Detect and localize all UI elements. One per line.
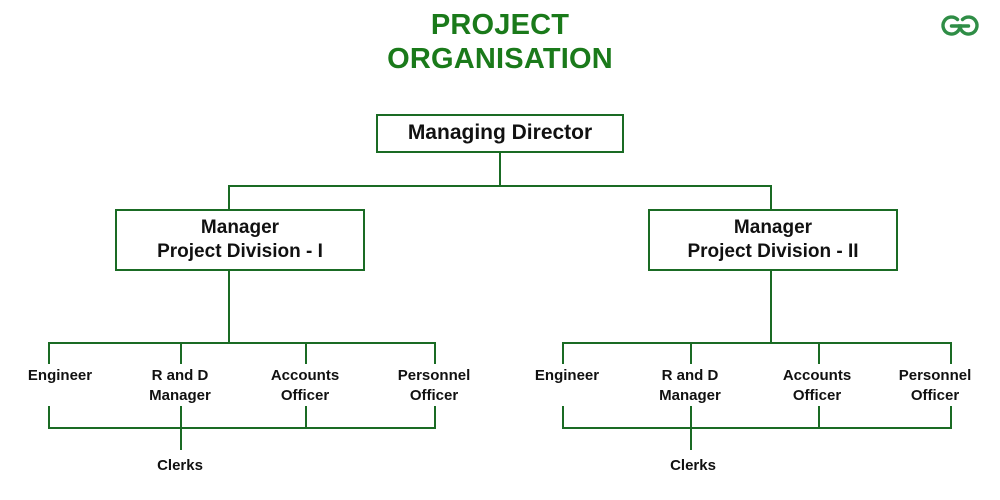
node-division-1-engineer-line-1: Engineer [27,367,93,384]
node-division-1-rnd-manager[interactable]: R and D Manager [125,366,235,405]
connector-division-1-leaf-3-drop [305,406,307,428]
node-manager-division-2-line-2: Project Division - II [687,241,859,262]
connector-division-1-leaf-2-drop [180,406,182,428]
page-title: PROJECT ORGANISATION [250,8,750,76]
connector-md-to-division-2 [770,185,772,210]
node-division-1-rnd-manager-line-1: R and D [151,367,209,384]
connector-division-2-top-bar [562,342,952,344]
node-manager-division-1[interactable]: Manager Project Division - I [115,209,365,271]
node-division-1-personnel-officer[interactable]: Personnel Officer [379,366,489,405]
connector-division-1-leaf-2-stub [180,342,182,364]
node-division-2-accounts-officer-line-1: Accounts [782,367,852,384]
connector-division-1-leaf-1-stub [48,342,50,364]
connector-division-1-leaf-4-stub [434,342,436,364]
node-division-2-rnd-manager-line-2: Manager [659,386,721,404]
connector-division-2-to-clerks [690,427,692,450]
connector-md-to-division-1 [228,185,230,210]
connector-division-1-stem [228,271,230,344]
node-manager-division-1-line-1: Manager [200,217,280,239]
connector-division-2-leaf-3-drop [818,406,820,428]
connector-division-2-leaf-2-drop [690,406,692,428]
node-division-2-personnel-officer-line-2: Officer [910,386,960,404]
node-division-2-engineer-line-1: Engineer [534,367,600,384]
connector-division-1-top-bar [48,342,436,344]
geeksforgeeks-logo [932,8,988,44]
connector-division-2-leaf-3-stub [818,342,820,364]
node-division-2-engineer[interactable]: Engineer [512,366,622,386]
node-division-2-accounts-officer[interactable]: Accounts Officer [762,366,872,405]
node-division-2-rnd-manager-line-1: R and D [661,367,719,384]
connector-division-1-leaf-4-drop [434,406,436,428]
node-division-1-personnel-officer-line-1: Personnel [397,367,471,384]
node-division-1-clerks[interactable]: Clerks [125,457,235,474]
node-division-1-accounts-officer-line-1: Accounts [270,367,340,384]
connector-md-bar [228,185,772,187]
node-division-1-clerks-label: Clerks [157,457,203,474]
node-division-1-engineer[interactable]: Engineer [5,366,115,386]
connector-division-1-leaf-3-stub [305,342,307,364]
node-division-1-accounts-officer[interactable]: Accounts Officer [250,366,360,405]
page-title-line-2: ORGANISATION [387,43,613,76]
node-division-1-personnel-officer-line-2: Officer [409,386,459,404]
connector-md-stem [499,153,501,186]
node-division-2-clerks[interactable]: Clerks [638,457,748,474]
node-division-2-rnd-manager[interactable]: R and D Manager [635,366,745,405]
node-manager-division-2-line-1: Manager [733,217,813,239]
connector-division-1-leaf-1-drop [48,406,50,428]
node-division-1-accounts-officer-line-2: Officer [280,386,330,404]
node-division-2-personnel-officer[interactable]: Personnel Officer [880,366,990,405]
node-division-1-rnd-manager-line-2: Manager [149,386,211,404]
page-title-line-1: PROJECT [430,9,570,41]
connector-division-2-leaf-1-drop [562,406,564,428]
connector-division-2-leaf-4-drop [950,406,952,428]
connector-division-2-leaf-1-stub [562,342,564,364]
connector-division-2-bottom-bar [562,427,952,429]
node-manager-division-1-line-2: Project Division - I [157,241,323,262]
node-division-2-clerks-label: Clerks [670,457,716,474]
node-manager-division-2[interactable]: Manager Project Division - II [648,209,898,271]
connector-division-1-bottom-bar [48,427,436,429]
connector-division-2-leaf-2-stub [690,342,692,364]
connector-division-2-leaf-4-stub [950,342,952,364]
node-division-2-personnel-officer-line-1: Personnel [898,367,972,384]
node-managing-director[interactable]: Managing Director [376,114,624,153]
connector-division-2-stem [770,271,772,344]
node-division-2-accounts-officer-line-2: Officer [792,386,842,404]
connector-division-1-to-clerks [180,427,182,450]
node-managing-director-label: Managing Director [407,121,593,145]
